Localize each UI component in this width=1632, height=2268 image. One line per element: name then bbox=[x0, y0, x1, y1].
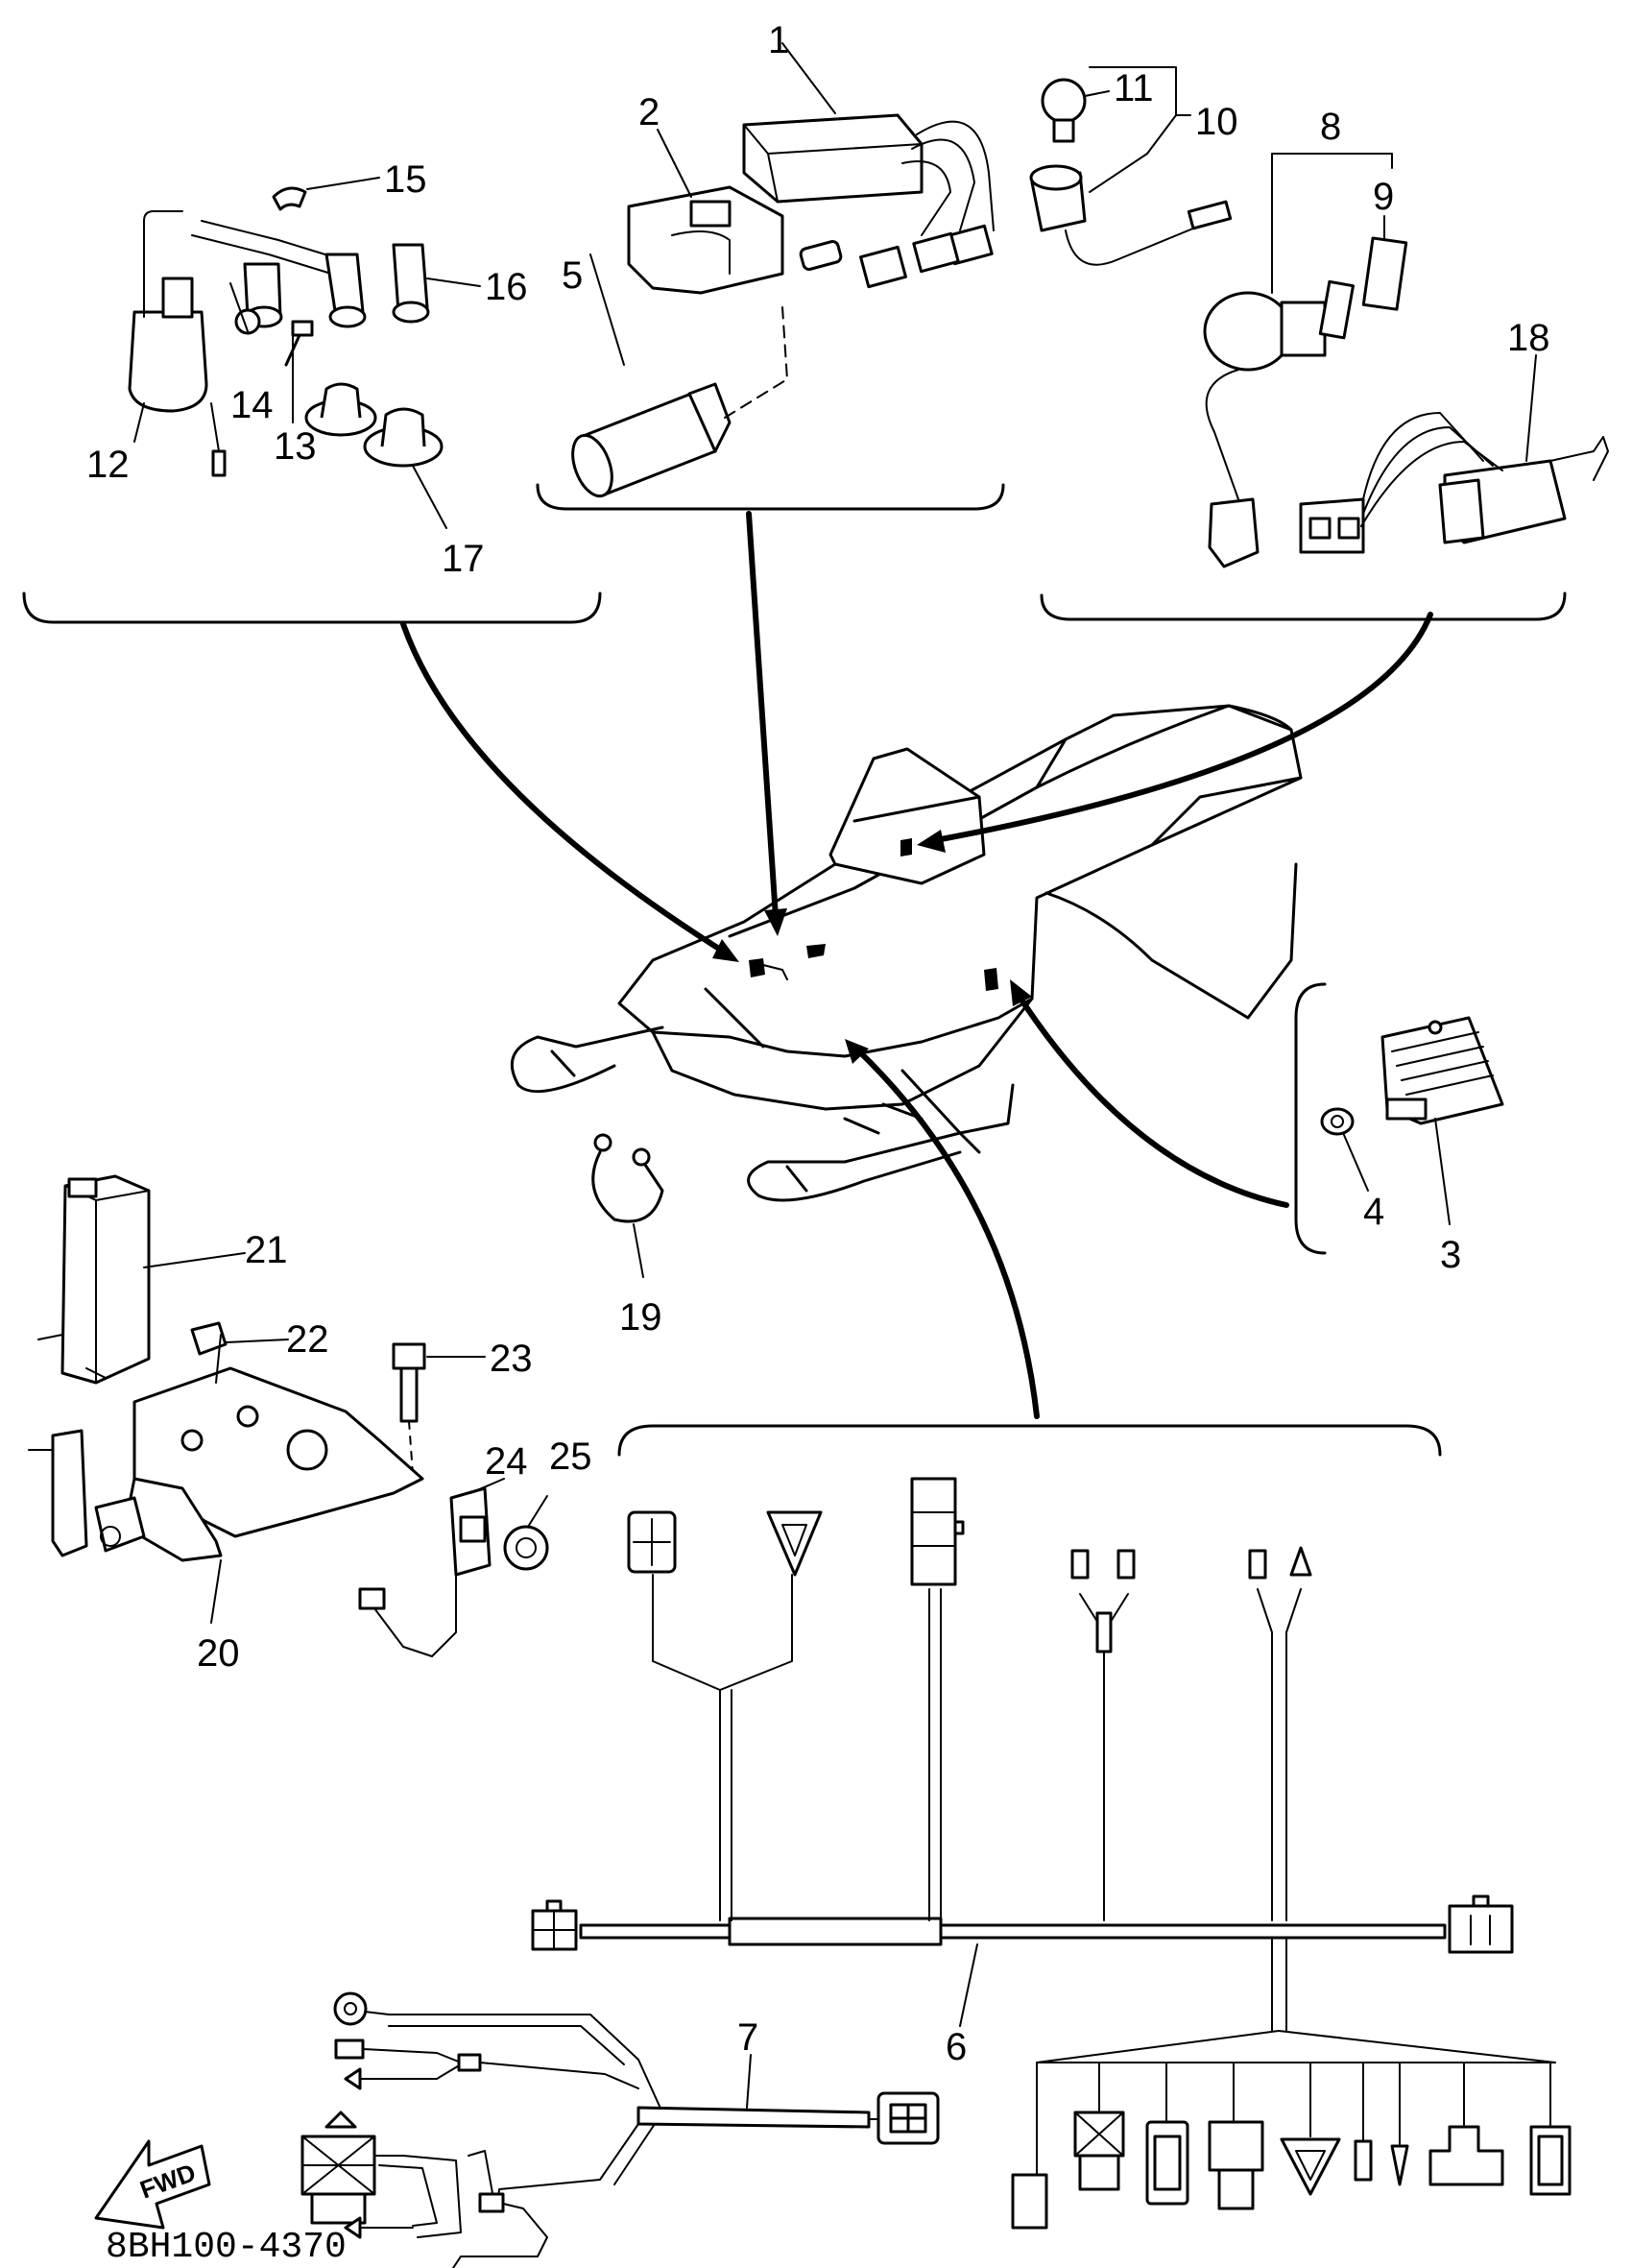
cdi-bracket-part bbox=[627, 185, 784, 295]
callout-18: 18 bbox=[1507, 317, 1550, 359]
callout-16: 16 bbox=[485, 266, 528, 308]
callout-23: 23 bbox=[490, 1338, 533, 1380]
callout-12: 12 bbox=[86, 444, 130, 486]
callout-17: 17 bbox=[442, 538, 485, 580]
callout-11: 11 bbox=[1114, 67, 1154, 109]
callout-15: 15 bbox=[384, 158, 427, 201]
harness-connector-right bbox=[1448, 1894, 1514, 1954]
wire-harness-group: 6 bbox=[531, 1424, 1572, 2230]
nut-part bbox=[190, 1321, 228, 1356]
callout-20: 20 bbox=[197, 1632, 240, 1675]
screw-part bbox=[284, 320, 314, 367]
main-switch-part bbox=[1203, 279, 1355, 568]
callout-2: 2 bbox=[638, 91, 660, 133]
rectifier-part bbox=[1380, 1016, 1504, 1125]
switch-group: 11 10 8 9 18 bbox=[1029, 66, 1609, 621]
cover-part bbox=[37, 1174, 151, 1385]
callout-10: 10 bbox=[1195, 101, 1238, 143]
diagram-code: 8BH100-4370 bbox=[106, 2227, 347, 2268]
cdi-unit-part bbox=[742, 113, 924, 204]
bolt-part bbox=[392, 1342, 426, 1423]
cdi-unit-group: 1 2 5 bbox=[536, 19, 1005, 511]
grommet-part bbox=[304, 382, 444, 468]
sensor-part bbox=[358, 1486, 492, 1657]
clip-part bbox=[272, 186, 307, 211]
callout-4: 4 bbox=[1363, 1191, 1384, 1233]
ring-terminal bbox=[333, 1991, 368, 2026]
callout-14: 14 bbox=[230, 384, 274, 426]
harness-connector-a bbox=[627, 1510, 677, 1574]
callout-19: 19 bbox=[619, 1296, 662, 1339]
ignition-coil-part bbox=[128, 210, 227, 477]
plug-cap-part bbox=[191, 220, 430, 328]
callout-7: 7 bbox=[737, 2016, 758, 2059]
harness-connector-c bbox=[910, 1477, 965, 1586]
sub-harness-group: 7 bbox=[300, 1991, 940, 2268]
bracket-group: 21 22 23 24 25 20 bbox=[28, 1174, 592, 1675]
callout-6: 6 bbox=[946, 2026, 967, 2068]
wire-clip-part: 19 bbox=[591, 1133, 664, 1339]
rectifier-group: 4 3 bbox=[1294, 982, 1504, 1276]
sub-harness-connector-left bbox=[300, 2111, 376, 2225]
callout-5: 5 bbox=[562, 254, 583, 297]
nut-part bbox=[503, 1525, 549, 1571]
bulb-part bbox=[1041, 78, 1087, 143]
ignition-coil-group: 15 16 14 13 12 17 bbox=[22, 158, 602, 624]
callout-25: 25 bbox=[549, 1436, 592, 1478]
nut-part bbox=[1320, 1107, 1355, 1136]
harness-terminal-connectors bbox=[1011, 2111, 1572, 2230]
callout-3: 3 bbox=[1440, 1234, 1461, 1276]
callout-1: 1 bbox=[768, 19, 789, 61]
callout-13: 13 bbox=[274, 425, 317, 468]
location-arrows bbox=[400, 511, 1433, 1419]
callout-24: 24 bbox=[485, 1440, 528, 1483]
harness-connector-left bbox=[531, 1899, 578, 1951]
kill-switch-part bbox=[1299, 412, 1609, 554]
callout-22: 22 bbox=[286, 1318, 329, 1361]
socket-part bbox=[1029, 164, 1233, 266]
forward-arrow-icon: FWD bbox=[94, 2139, 211, 2230]
callout-21: 21 bbox=[245, 1229, 288, 1271]
sub-harness-connector bbox=[876, 2091, 940, 2145]
condenser-part bbox=[571, 382, 732, 498]
key-part bbox=[1361, 236, 1408, 311]
mount-bracket-part bbox=[28, 1334, 424, 1562]
harness-connector-b bbox=[766, 1510, 823, 1577]
snowmobile-outline bbox=[510, 704, 1303, 1202]
callout-8: 8 bbox=[1320, 106, 1341, 148]
callout-9: 9 bbox=[1373, 176, 1394, 218]
